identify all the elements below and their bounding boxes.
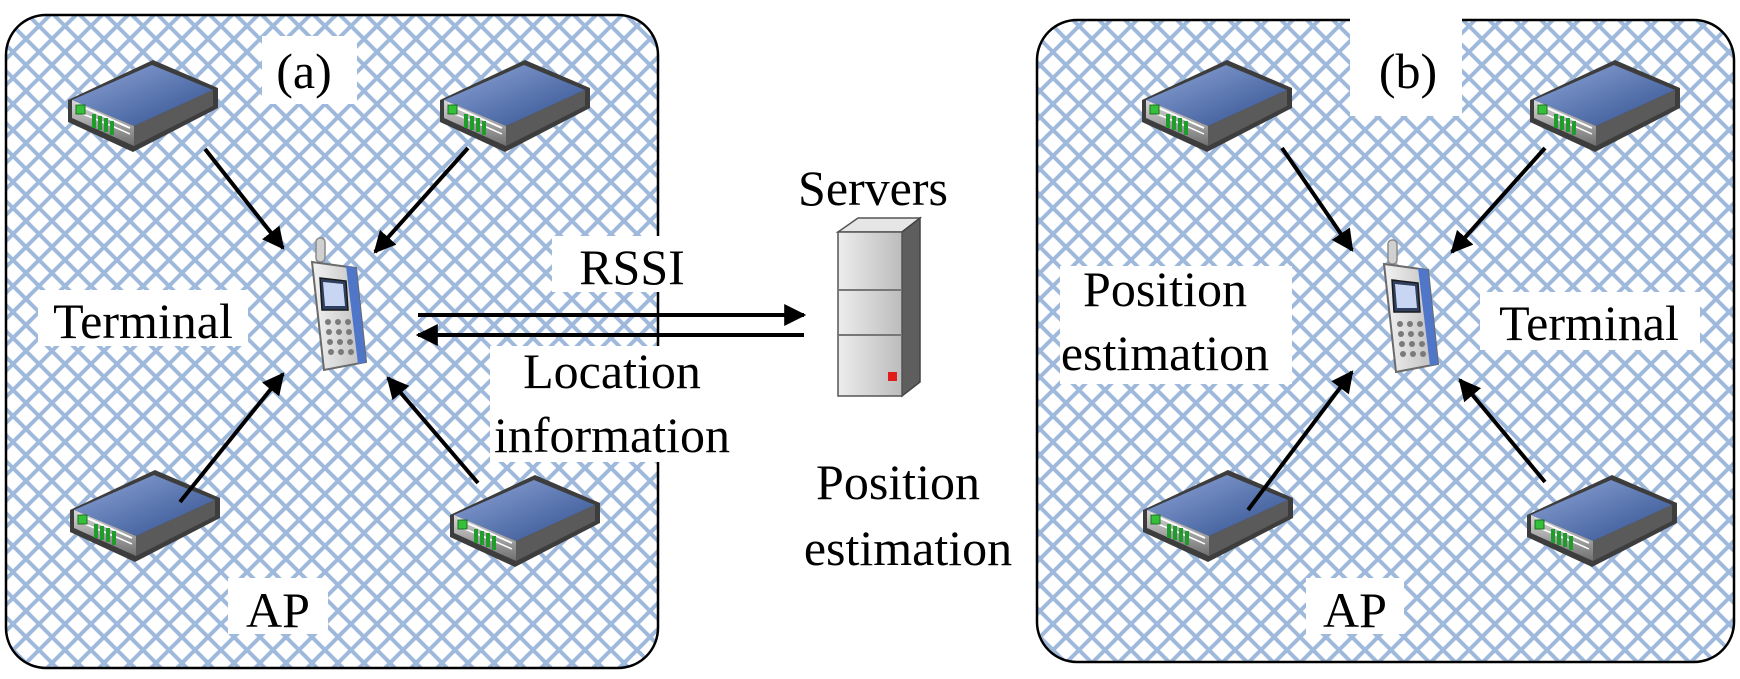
arrow-a-bottom-right [386,376,480,485]
ap-a-label: AP [246,582,310,638]
terminal-b-label: Terminal [1499,295,1679,351]
panel-a-tag: (a) [276,43,332,99]
arrow-a-bottom-left [178,372,285,504]
servers-label: Servers [798,160,948,216]
panel-b-signal-arrows [1246,146,1547,512]
arrow-a-top-left [203,147,285,250]
server-icon [835,216,923,398]
arrow-a-top-right [373,146,470,254]
ap-b-label-bg [1306,578,1404,634]
arrow-b-top-right [1450,146,1547,254]
ap-b-label: AP [1323,582,1387,638]
location-label-bg [490,346,734,462]
panel-a-signal-arrows [178,146,480,504]
rssi-label-bg [552,236,712,292]
arrow-b-bottom-left [1246,370,1354,512]
panel-a: (a) Terminal AP [4,13,660,670]
terminal-a-label-bg [38,290,248,346]
server-position-estimation-line2: estimation [804,520,1012,576]
terminal-a-label: Terminal [53,293,233,349]
rssi-label: RSSI [579,239,685,295]
panel-b-tag-bg [1350,18,1462,116]
server-position-estimation-line1: Position [816,454,980,510]
arrow-b-top-left [1280,146,1354,252]
panel-a-tag-bg [262,36,357,104]
position-b-label-line1: Position [1083,261,1247,317]
panel-b-tag: (b) [1379,43,1437,99]
position-b-label-line2: estimation [1061,325,1269,381]
location-label-line1: Location [523,343,701,399]
ap-a-label-bg [228,578,328,634]
location-label-line2: information [494,407,730,463]
server-exchange: RSSI Location information Servers Positi… [415,160,1012,576]
arrow-b-bottom-right [1458,378,1547,484]
position-b-label-bg [1060,266,1292,384]
panel-b: (b) Position estimation Terminal AP [1035,18,1736,664]
terminal-b-label-bg [1480,292,1700,350]
